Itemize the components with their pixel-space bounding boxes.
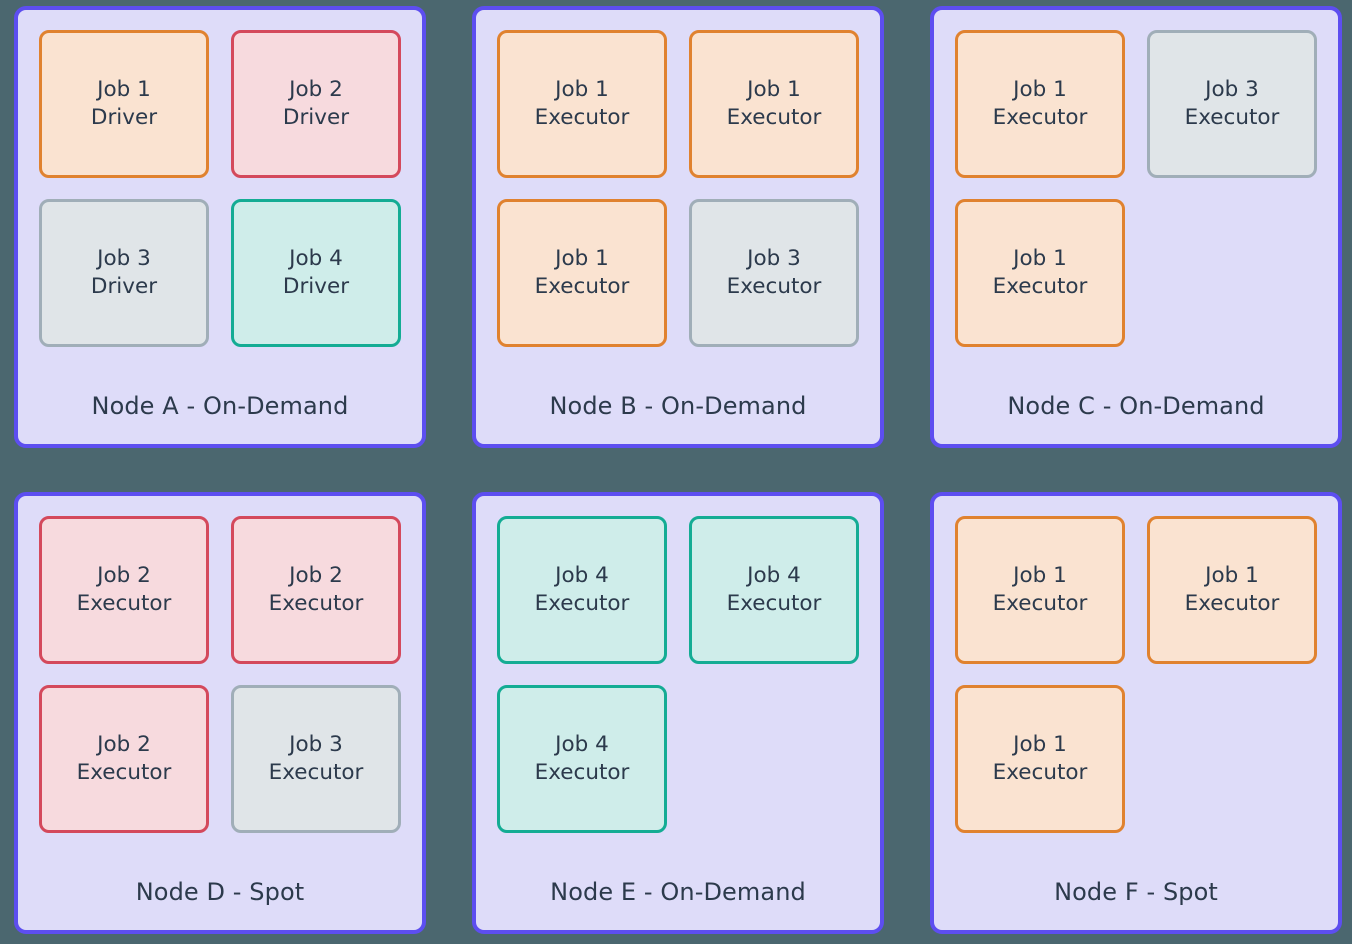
empty-slot (1147, 199, 1317, 347)
job-name-label: Job 2 (289, 77, 343, 103)
job-role-label: Executor (534, 591, 630, 616)
job-name-label: Job 3 (97, 246, 151, 272)
job-name-label: Job 1 (1013, 246, 1067, 272)
node-label: Node E - On-Demand (550, 878, 806, 906)
job-name-label: Job 1 (1013, 563, 1067, 589)
job-role-label: Executor (726, 591, 822, 616)
empty-slot (689, 685, 859, 833)
job-role-label: Driver (282, 274, 350, 299)
job-role-label: Executor (992, 591, 1088, 616)
job-name-label: Job 1 (1013, 77, 1067, 103)
job-name-label: Job 2 (289, 563, 343, 589)
job-role-label: Executor (534, 274, 630, 299)
job-name-label: Job 4 (555, 732, 609, 758)
job-name-label: Job 1 (1205, 563, 1259, 589)
node-label: Node C - On-Demand (1007, 392, 1265, 420)
job-name-label: Job 4 (555, 563, 609, 589)
job-role-label: Executor (534, 105, 630, 130)
job-role-label: Executor (992, 760, 1088, 785)
job-role-label: Driver (90, 274, 158, 299)
job-role-label: Executor (726, 274, 822, 299)
job-name-label: Job 4 (289, 246, 343, 272)
job-name-label: Job 3 (1205, 77, 1259, 103)
job-role-label: Driver (282, 105, 350, 130)
job-name-label: Job 3 (289, 732, 343, 758)
node-label: Node D - Spot (135, 878, 305, 906)
job-role-label: Executor (268, 591, 364, 616)
job-role-label: Executor (1184, 591, 1280, 616)
job-role-label: Executor (76, 591, 172, 616)
node-label: Node F - Spot (1054, 878, 1218, 906)
job-role-label: Executor (992, 105, 1088, 130)
job-role-label: Executor (992, 274, 1088, 299)
job-role-label: Executor (1184, 105, 1280, 130)
node-label: Node A - On-Demand (91, 392, 349, 420)
job-name-label: Job 1 (1013, 732, 1067, 758)
job-name-label: Job 4 (747, 563, 801, 589)
job-name-label: Job 3 (747, 246, 801, 272)
node-label: Node B - On-Demand (549, 392, 807, 420)
job-name-label: Job 2 (97, 563, 151, 589)
job-role-label: Executor (726, 105, 822, 130)
job-role-label: Driver (90, 105, 158, 130)
job-role-label: Executor (76, 760, 172, 785)
job-name-label: Job 1 (555, 77, 609, 103)
job-role-label: Executor (268, 760, 364, 785)
job-name-label: Job 2 (97, 732, 151, 758)
job-name-label: Job 1 (747, 77, 801, 103)
job-name-label: Job 1 (97, 77, 151, 103)
job-name-label: Job 1 (555, 246, 609, 272)
empty-slot (1147, 685, 1317, 833)
job-role-label: Executor (534, 760, 630, 785)
